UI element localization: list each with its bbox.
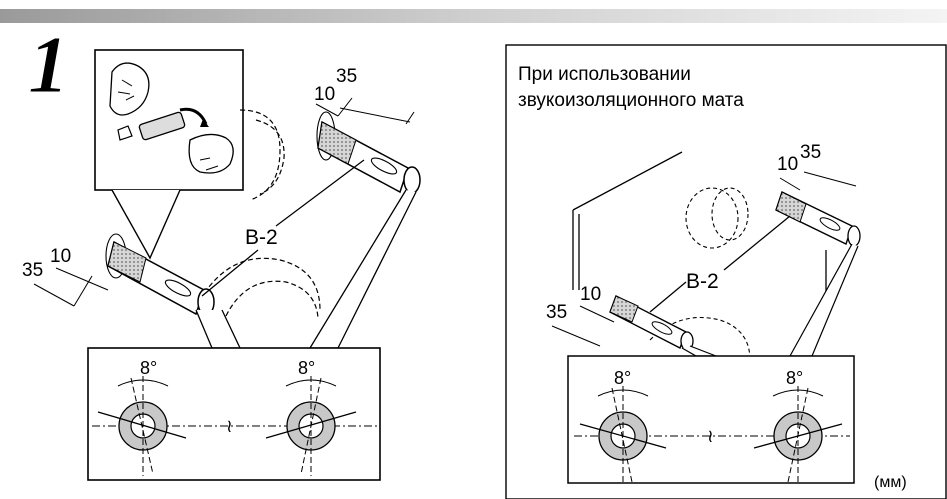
syringe-inset (94, 49, 244, 260)
svg-text:≀: ≀ (226, 416, 233, 436)
dim-outer-lower: 35 (22, 260, 43, 281)
dim-outer-upper: 35 (336, 66, 357, 87)
panel-caption-line1: При использовании (518, 64, 691, 85)
right-panel: При использовании звукоизоляционного мат… (505, 44, 947, 499)
dim-outer-lower-right: 35 (546, 302, 567, 323)
rod-right-lower (609, 295, 694, 351)
part-label-left: B-2 (245, 226, 278, 249)
rod-right-upper (775, 191, 861, 247)
dims-lower-left-panel: 35 10 (22, 246, 109, 307)
dim-inner-lower: 10 (50, 246, 71, 267)
angle-left-1: 8° (140, 358, 157, 378)
dims-upper-right-panel: 10 35 (777, 142, 857, 191)
angle-detail-left: 8° ≀ 8° (87, 347, 381, 481)
dims-lower-right-panel: 35 10 (546, 284, 615, 347)
angle-right-1: 8° (298, 358, 315, 378)
dim-inner-upper: 10 (314, 84, 335, 105)
panel-caption-line2: звукоизоляционного мата (518, 90, 744, 111)
dim-inner-lower-right: 10 (580, 284, 601, 305)
left-panel: B-2 10 35 35 10 (22, 49, 421, 481)
angle-right-2: 8° (786, 368, 803, 388)
dim-inner-upper-right: 10 (777, 154, 798, 175)
angle-left-2: 8° (614, 368, 631, 388)
dims-upper-left-panel: 10 35 (314, 66, 415, 125)
part-label-right: B-2 (686, 270, 719, 293)
svg-text:≀: ≀ (707, 426, 714, 446)
header-bar (0, 9, 947, 23)
rod-right (316, 111, 421, 194)
angle-detail-right: 8° ≀ 8° (567, 355, 855, 484)
rod-left (105, 233, 215, 316)
unit-label: (мм) (874, 474, 907, 491)
step-number: 1 (28, 19, 69, 110)
dim-outer-upper-right: 35 (800, 142, 821, 163)
